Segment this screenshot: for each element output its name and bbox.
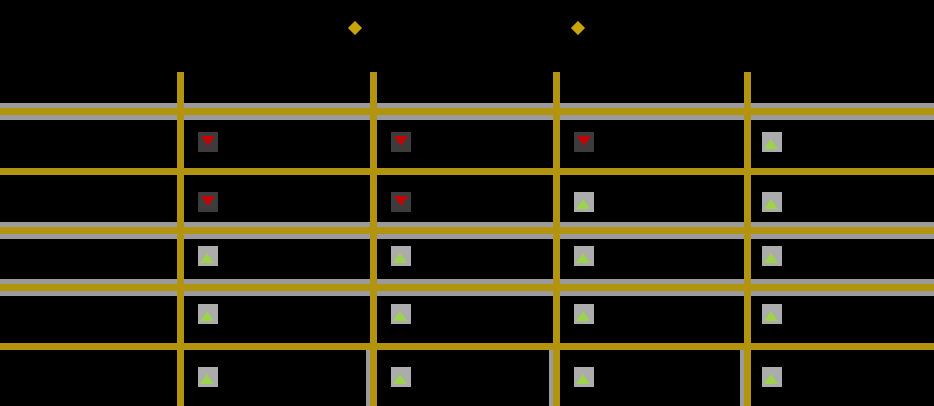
vertical-gridline — [553, 72, 560, 406]
vertical-gridline — [370, 72, 377, 406]
trend-up-icon — [574, 304, 594, 324]
horizontal-divider — [0, 279, 934, 296]
triangle-glyph — [200, 253, 214, 263]
trend-up-icon — [762, 192, 782, 212]
triangle-glyph — [576, 311, 590, 321]
trend-up-icon — [574, 192, 594, 212]
gold-diamond-icon — [347, 20, 363, 36]
triangle-glyph — [393, 311, 407, 321]
triangle-glyph — [394, 196, 408, 206]
trend-up-icon — [391, 304, 411, 324]
trend-up-icon — [574, 367, 594, 387]
gray-accent-strip — [366, 350, 370, 406]
triangle-glyph — [764, 199, 778, 209]
triangle-glyph — [764, 374, 778, 384]
trend-down-icon — [198, 132, 218, 152]
triangle-glyph — [577, 136, 591, 146]
trend-down-icon — [391, 192, 411, 212]
triangle-glyph — [201, 196, 215, 206]
triangle-glyph — [200, 374, 214, 384]
horizontal-divider — [0, 103, 934, 120]
trend-down-icon — [574, 132, 594, 152]
triangle-glyph — [576, 199, 590, 209]
triangle-glyph — [393, 374, 407, 384]
triangle-glyph — [764, 253, 778, 263]
triangle-glyph — [201, 136, 215, 146]
trend-up-icon — [391, 246, 411, 266]
trend-down-icon — [391, 132, 411, 152]
trend-up-icon — [391, 367, 411, 387]
trend-up-icon — [762, 367, 782, 387]
triangle-glyph — [394, 136, 408, 146]
triangle-glyph — [576, 374, 590, 384]
horizontal-divider — [0, 168, 934, 175]
horizontal-divider — [0, 222, 934, 239]
trend-down-icon — [198, 192, 218, 212]
vertical-gridline — [177, 72, 184, 406]
triangle-glyph — [200, 311, 214, 321]
triangle-glyph — [764, 311, 778, 321]
trend-up-icon — [762, 304, 782, 324]
vertical-gridline — [744, 72, 751, 406]
gold-diamond-icon — [570, 20, 586, 36]
trend-up-icon — [762, 132, 782, 152]
horizontal-divider — [0, 343, 934, 350]
gray-accent-strip — [740, 350, 744, 406]
triangle-glyph — [393, 253, 407, 263]
trend-up-icon — [198, 367, 218, 387]
trend-up-icon — [762, 246, 782, 266]
triangle-glyph — [576, 253, 590, 263]
trend-up-icon — [574, 246, 594, 266]
trend-up-icon — [198, 304, 218, 324]
gray-accent-strip — [549, 350, 553, 406]
triangle-glyph — [764, 139, 778, 149]
trend-up-icon — [198, 246, 218, 266]
